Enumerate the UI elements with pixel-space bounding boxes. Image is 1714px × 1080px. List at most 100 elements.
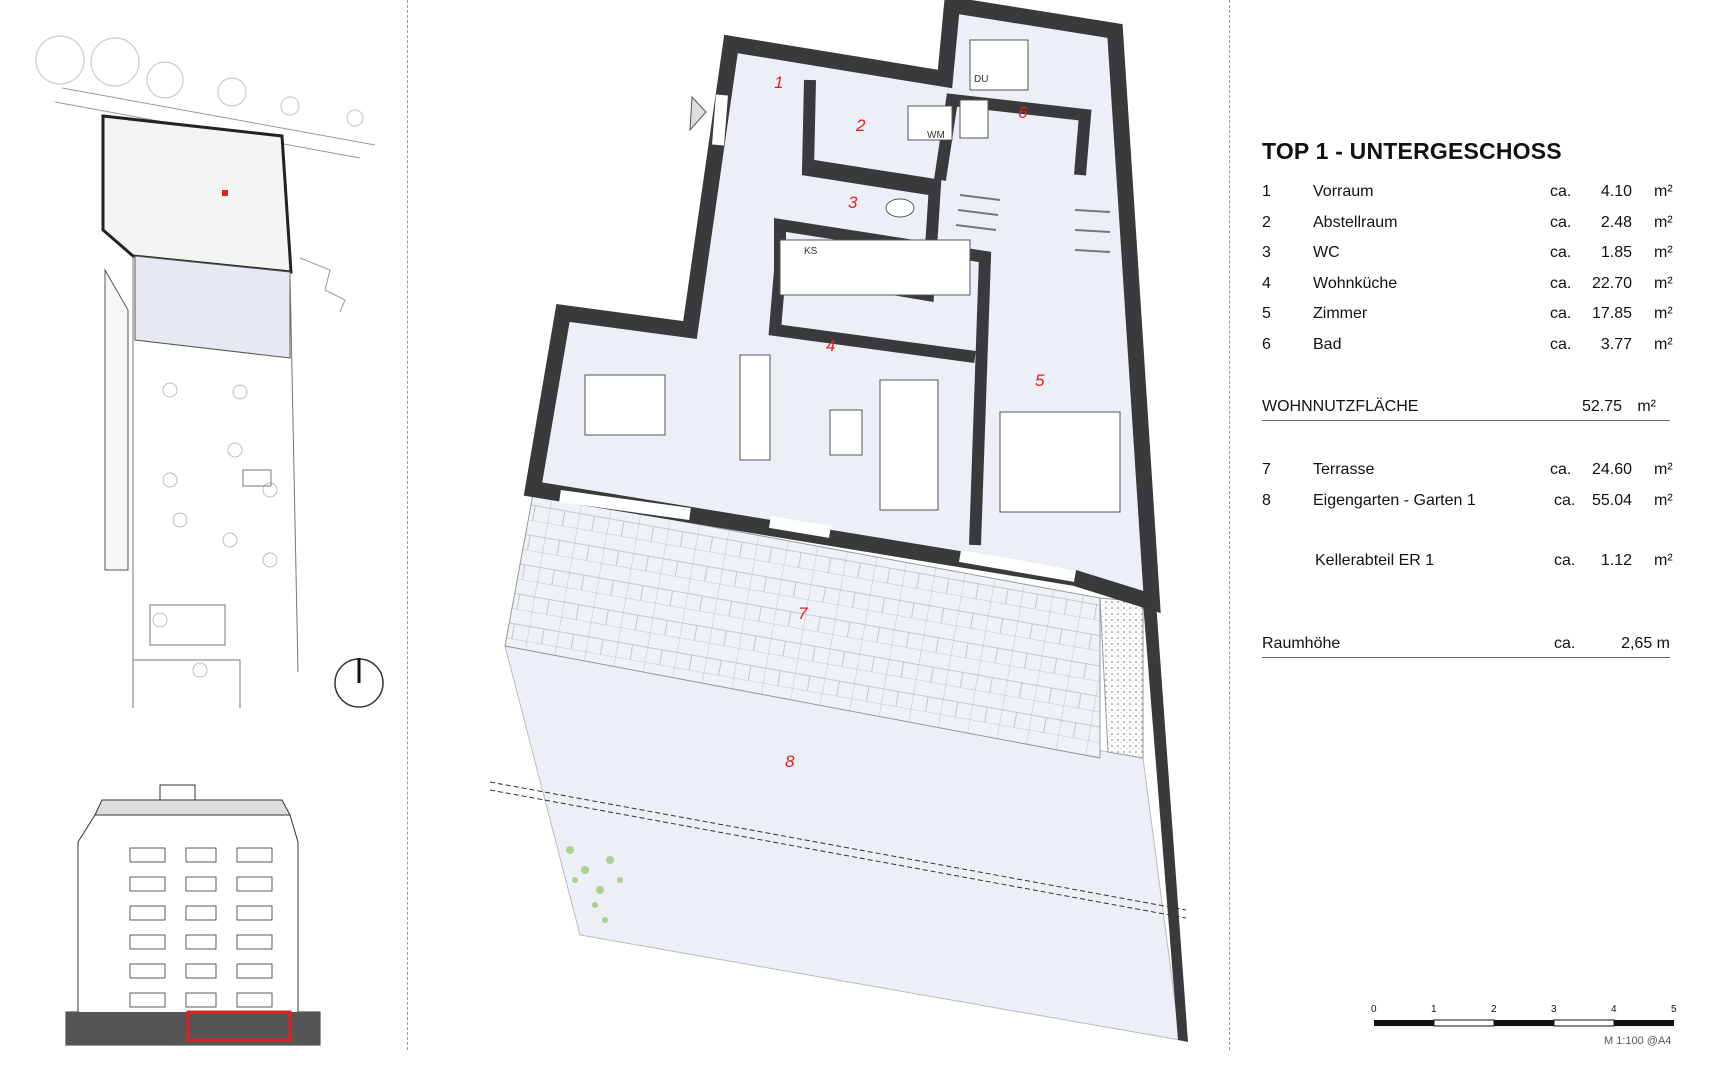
dining-table xyxy=(584,374,666,436)
scale-tick: 3 xyxy=(1551,1004,1557,1015)
room-name: WC xyxy=(1313,244,1340,261)
room-label-2: 2 xyxy=(855,116,866,135)
approx-label: ca. xyxy=(1554,491,1576,509)
legend-row: 8 Eigengarten - Garten 1 ca. 55.04 m² xyxy=(1262,492,1682,523)
area-unit: m² xyxy=(1654,491,1673,509)
legend-title: TOP 1 - UNTERGESCHOSS xyxy=(1262,138,1562,164)
legend-row: 4 Wohnküche ca. 22.70 m² xyxy=(1262,275,1682,306)
trees-icon xyxy=(35,35,364,127)
room-number: 1 xyxy=(1262,183,1271,200)
room-label-5: 5 xyxy=(1035,371,1045,390)
legend-row: 1 Vorraum ca. 4.10 m² xyxy=(1262,183,1682,214)
washer xyxy=(907,105,953,141)
approx-label: ca. xyxy=(1550,335,1572,353)
height-label: Raumhöhe xyxy=(1262,634,1341,652)
area-unit: m² xyxy=(1654,461,1673,478)
room-label-3: 3 xyxy=(848,193,858,212)
site-plan xyxy=(35,35,384,708)
approx-label: ca. xyxy=(1550,213,1572,231)
storage-name: Kellerabteil ER 1 xyxy=(1315,552,1435,569)
room-label-8: 8 xyxy=(785,752,795,771)
scale-note: M 1:100 @A4 xyxy=(1604,1035,1672,1047)
area-unit: m² xyxy=(1654,274,1673,292)
sofa xyxy=(879,379,939,511)
area-unit: m² xyxy=(1654,335,1673,353)
approx-label: ca. xyxy=(1550,461,1572,478)
divider-left xyxy=(407,0,408,1050)
area-value: 4.10 xyxy=(1600,183,1632,200)
approx-label: ca. xyxy=(1554,552,1576,569)
room-number: 6 xyxy=(1262,335,1271,353)
total-label: WOHNNUTZFLÄCHE xyxy=(1262,398,1419,415)
legend-row: 3 WC ca. 1.85 m² xyxy=(1262,244,1682,275)
area-unit: m² xyxy=(1654,213,1673,231)
area-value: 2.48 xyxy=(1600,213,1632,231)
shrubs-icon xyxy=(566,846,623,923)
room-label-7: 7 xyxy=(798,604,808,623)
area-unit: m² xyxy=(1654,244,1673,261)
scale-bar xyxy=(1374,1019,1674,1027)
room-name: Vorraum xyxy=(1313,183,1374,200)
room-label-4: 4 xyxy=(826,336,835,355)
room-label-6: 6 xyxy=(1018,103,1028,122)
legend-row: 2 Abstellraum ca. 2.48 m² xyxy=(1262,214,1682,245)
approx-label: ca. xyxy=(1554,634,1576,652)
room-name: Wohnküche xyxy=(1313,274,1398,292)
room-label-1: 1 xyxy=(774,73,783,92)
kitchen-counter xyxy=(779,239,971,296)
entrance-arrow-icon xyxy=(689,95,707,132)
scale-tick: 5 xyxy=(1671,1004,1677,1015)
area-value: 1.85 xyxy=(1600,244,1632,261)
area-unit: m² xyxy=(1654,552,1673,569)
shower-label: DU xyxy=(974,74,988,85)
building-elevation xyxy=(65,784,321,1046)
room-number: 2 xyxy=(1262,213,1271,231)
scale-tick: 4 xyxy=(1611,1004,1617,1015)
scale-tick: 0 xyxy=(1371,1004,1377,1015)
room-number: 5 xyxy=(1262,305,1271,322)
room-number: 8 xyxy=(1262,491,1271,509)
scale-tick: 1 xyxy=(1431,1004,1437,1015)
room-name: Zimmer xyxy=(1313,305,1368,322)
area-unit: m² xyxy=(1654,183,1673,200)
room-name: Terrasse xyxy=(1313,461,1375,478)
shower xyxy=(969,39,1029,91)
area-value: 17.85 xyxy=(1591,305,1632,322)
gravel-strip xyxy=(1099,597,1144,759)
scale-tick: 2 xyxy=(1491,1004,1497,1015)
room-height: Raumhöhe ca. 2,65 m xyxy=(1262,635,1670,658)
room-name: Eigengarten - Garten 1 xyxy=(1313,491,1476,509)
legend-row: 6 Bad ca. 3.77 m² xyxy=(1262,336,1682,367)
room-number: 3 xyxy=(1262,244,1271,261)
area-value: 3.77 xyxy=(1600,335,1632,353)
unit-highlight xyxy=(186,1010,292,1042)
room-number: 4 xyxy=(1262,274,1271,292)
main-plan: WM DU KS 1 2 3 4 5 6 7 8 xyxy=(489,0,1188,1042)
area-value: 24.60 xyxy=(1591,461,1632,478)
right-wall xyxy=(1143,602,1188,1042)
room-number: 7 xyxy=(1262,461,1271,478)
room-name: Bad xyxy=(1313,335,1342,353)
north-arrow-icon xyxy=(334,658,384,708)
area-value: 55.04 xyxy=(1591,491,1632,509)
kitchen-island xyxy=(739,354,771,461)
approx-label: ca. xyxy=(1550,274,1572,292)
legend-row: 7 Terrasse ca. 24.60 m² xyxy=(1262,461,1682,492)
approx-label: ca. xyxy=(1550,183,1572,200)
apartment-floor xyxy=(523,0,1161,614)
area-value: 1.12 xyxy=(1600,552,1632,569)
bed xyxy=(999,411,1121,513)
height-value: 2,65 m xyxy=(1621,634,1670,652)
total-unit: m² xyxy=(1637,398,1656,415)
area-value: 22.70 xyxy=(1591,274,1632,292)
storage-row: Kellerabteil ER 1 ca. 1.12 m² xyxy=(1262,552,1682,583)
room-name: Abstellraum xyxy=(1313,213,1398,231)
washer-label: WM xyxy=(927,130,945,141)
approx-label: ca. xyxy=(1550,305,1572,322)
approx-label: ca. xyxy=(1550,244,1572,261)
fridge-label: KS xyxy=(804,246,818,257)
